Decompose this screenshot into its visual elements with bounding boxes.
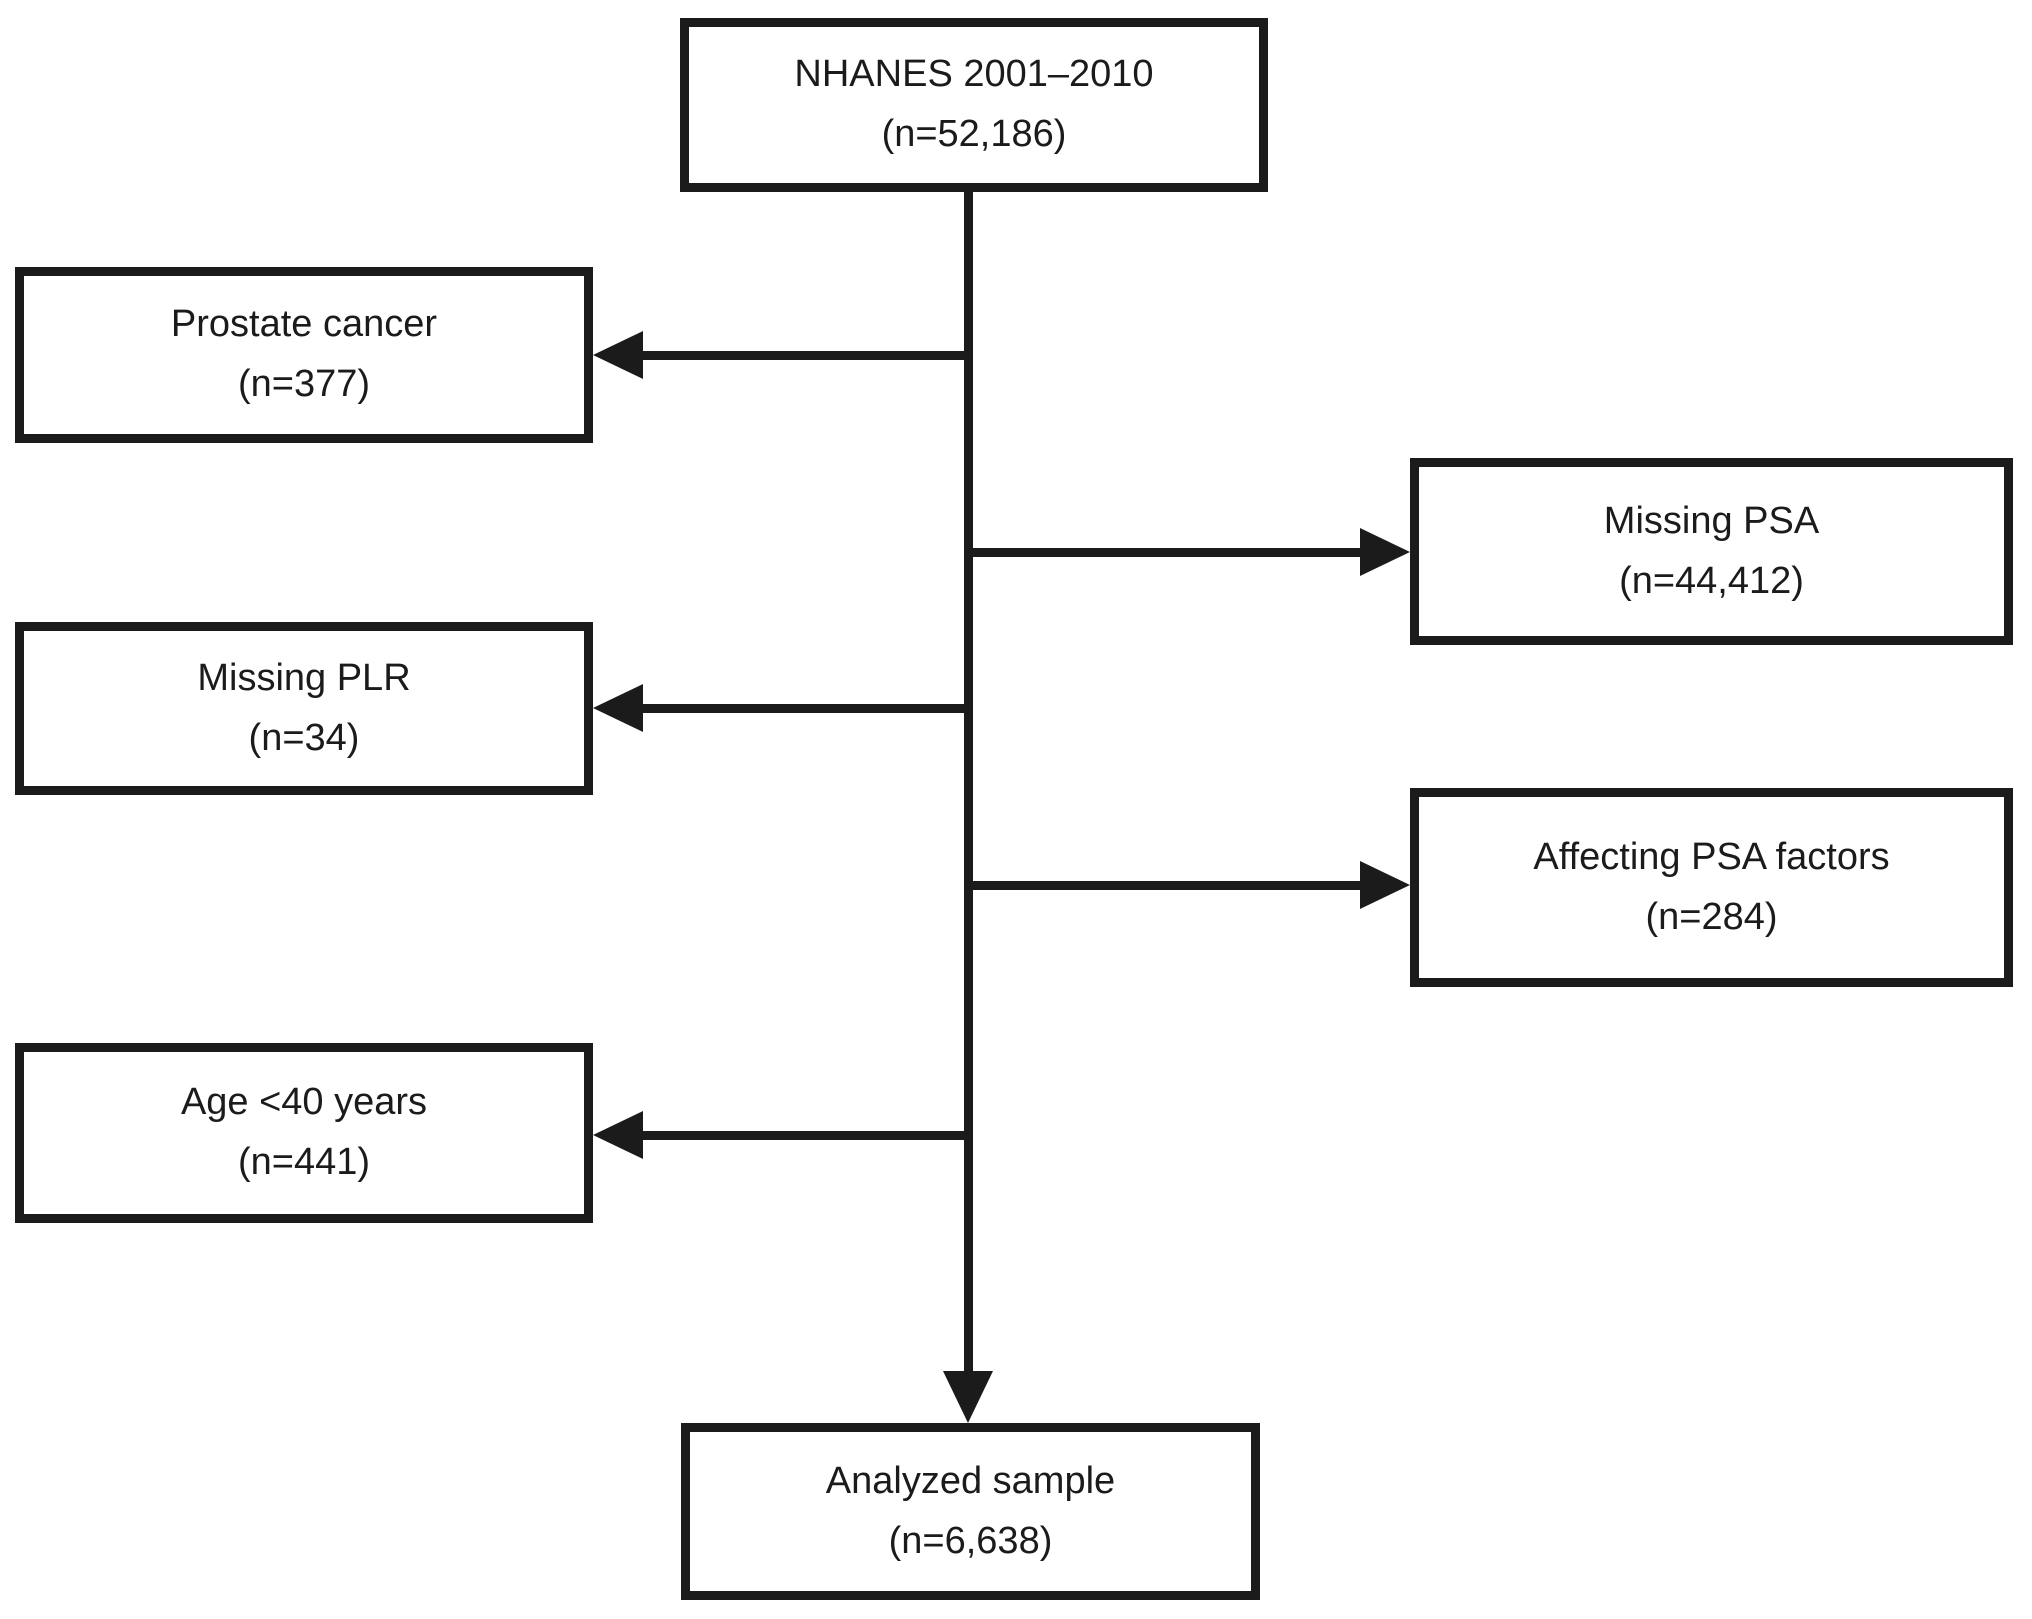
node-label: Prostate cancer (170, 303, 438, 346)
connector-affecting-psa-line (964, 881, 1364, 890)
node-nhanes-source: NHANES 2001–2010 (n=52,186) (680, 18, 1268, 192)
node-count: (n=44,412) (1619, 559, 1804, 602)
node-label: Missing PSA (1603, 499, 1820, 542)
connector-trunk-line (964, 189, 973, 1379)
node-label: NHANES 2001–2010 (794, 53, 1154, 96)
node-count: (n=6,638) (888, 1519, 1053, 1562)
connector-missing-plr-line (640, 704, 973, 713)
node-analyzed-sample: Analyzed sample (n=6,638) (681, 1423, 1260, 1600)
arrowhead-missing-plr-icon (593, 684, 643, 732)
node-missing-plr: Missing PLR (n=34) (15, 622, 593, 795)
node-count: (n=377) (237, 363, 371, 405)
node-missing-psa: Missing PSA (n=44,412) (1410, 458, 2013, 645)
node-prostate-cancer: Prostate cancer (n=377) (15, 267, 593, 443)
node-label: Affecting PSA factors (1533, 835, 1890, 878)
node-count: (n=34) (248, 716, 360, 759)
node-label: Age <40 years (180, 1081, 428, 1124)
arrowhead-missing-psa-icon (1360, 528, 1410, 576)
node-count: (n=52,186) (881, 113, 1067, 155)
arrowhead-affecting-psa-icon (1360, 861, 1410, 909)
node-age-under-40: Age <40 years (n=441) (15, 1043, 593, 1223)
arrowhead-age-icon (593, 1111, 643, 1159)
connector-age-line (640, 1131, 973, 1140)
node-count: (n=441) (237, 1141, 371, 1183)
node-affecting-psa-factors: Affecting PSA factors (n=284) (1410, 788, 2013, 987)
node-count: (n=284) (1645, 895, 1778, 938)
node-label: Missing PLR (197, 656, 411, 699)
connector-prostate-line (640, 351, 973, 360)
arrowhead-analyzed-icon (943, 1371, 993, 1423)
arrowhead-prostate-icon (593, 331, 643, 379)
node-label: Analyzed sample (825, 1459, 1116, 1502)
connector-missing-psa-line (964, 548, 1364, 557)
